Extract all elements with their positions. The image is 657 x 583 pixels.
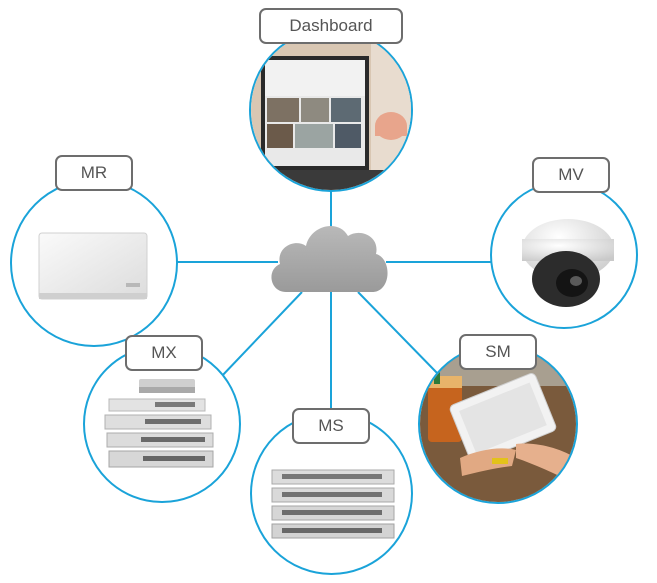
security-appliances-icon [104, 379, 214, 468]
ms-circle [250, 412, 413, 575]
wireless-access-point-icon [38, 232, 148, 300]
mr-label: MR [55, 155, 133, 191]
ms-label: MS [292, 408, 370, 444]
hand-holding-tablet-icon [420, 346, 576, 502]
dashboard-label: Dashboard [259, 8, 403, 44]
laptop-camera-feeds-icon [251, 30, 411, 190]
mx-circle [83, 345, 241, 503]
mx-label: MX [125, 335, 203, 371]
link-mx [219, 291, 303, 379]
sm-circle [418, 344, 578, 504]
network-switches-icon [271, 469, 395, 539]
mr-circle [10, 179, 178, 347]
dome-security-camera-icon [522, 219, 614, 307]
cloud-icon [271, 225, 388, 292]
mv-circle [490, 181, 638, 329]
sm-label: SM [459, 334, 537, 370]
mv-label: MV [532, 157, 610, 193]
dashboard-circle [249, 28, 413, 192]
